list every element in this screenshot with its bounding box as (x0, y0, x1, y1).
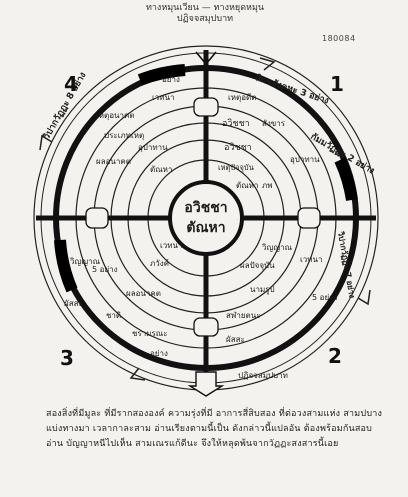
bottom-arrow-icon (187, 371, 225, 397)
arc-seg-q3 (54, 239, 78, 293)
q3-label-0: ผลอนาคต (126, 289, 161, 298)
q4-label-1: เหตุอนาคต (96, 111, 135, 120)
q2-label-2: นามรูป (250, 285, 275, 295)
quadrant-number-4: 4 (64, 72, 78, 96)
q4-label-2: อุปาทาน (138, 143, 168, 152)
q3-label-1: ชาติ (106, 311, 121, 320)
q1-label-2: อวิชชา (222, 118, 250, 129)
quadrant-number-3: 3 (60, 346, 74, 370)
q4-label-5: ประเภทเหตุ (104, 131, 144, 140)
catalog-number: 180084 (322, 34, 356, 43)
arrow-icon (39, 134, 53, 151)
q1-label-4: อวิชชา (224, 142, 252, 153)
q1-label-5: เหตุปัจจุบัน (218, 163, 254, 172)
center-line-2: ตัณหา (186, 220, 225, 236)
q2-label-1: วิญญาณ (261, 243, 292, 252)
header: ทางหมุนเวียน — ทางหยุดหมุน ปฏิจจสมุปบาท (120, 3, 290, 25)
q2-label-5: เวทนา (300, 255, 322, 264)
top-arrow-icon (195, 51, 217, 66)
spoke-node (193, 97, 219, 117)
spoke-node (193, 317, 219, 337)
q3-label-2: ชรามรณะ (132, 329, 168, 338)
header-line-1: ทางหมุนเวียน — ทางหยุดหมุน (145, 3, 265, 13)
spoke-node (85, 207, 109, 229)
q1-label-3: สังขาร (262, 119, 286, 128)
center-line-1: อวิชชา (184, 200, 227, 216)
q3-label-7: วิญญาณ (69, 257, 100, 266)
arrow-icon (129, 367, 146, 381)
q4-label-3: ตัณหา (150, 165, 172, 174)
q1-label-1: เหตุอดีต (228, 93, 256, 102)
q4-label-7: อย่าง (162, 75, 180, 84)
q3-label-8: อย่าง (150, 349, 168, 358)
quadrant-number-2: 2 (328, 344, 342, 368)
arrow-icon (259, 57, 276, 71)
header-line-2: ปฏิจจสมุปบาท (176, 14, 234, 24)
q1-label-8: ภพ (262, 181, 273, 190)
spoke-node (297, 207, 321, 229)
q3-label-5: เวทนา (160, 241, 182, 250)
footnote: สองสิ่งที่มีมูละ ที่มีรากสององค์ ความรุ่… (46, 409, 383, 449)
q4-label-6: ผลอนาคต (96, 157, 131, 166)
q3-label-6: ผัสสะ (64, 299, 83, 308)
q2-label-8: ปฏิจจสมุปบาท (238, 371, 288, 380)
arc-seg-q1 (334, 157, 358, 202)
q3-label-3: 5 อย่าง (92, 265, 118, 274)
arc-seg-q4 (137, 64, 186, 86)
quadrant-number-1: 1 (330, 72, 344, 96)
arrow-icon (357, 289, 371, 306)
q2-label-3: สฬายตนะ (226, 311, 261, 320)
q2-label-4: ผัสสะ (226, 335, 245, 344)
q1-label-7: อุปาทาน (290, 155, 320, 164)
q1-label-9: ตัณหา (236, 181, 258, 190)
q2-label-0: ผลปัจจุบัน (240, 261, 275, 270)
q2-label-6: 5 อย่าง (312, 293, 338, 302)
q3-label-4: ภวังค์ (150, 258, 169, 268)
q4-label-4: เวทนา (152, 93, 174, 102)
